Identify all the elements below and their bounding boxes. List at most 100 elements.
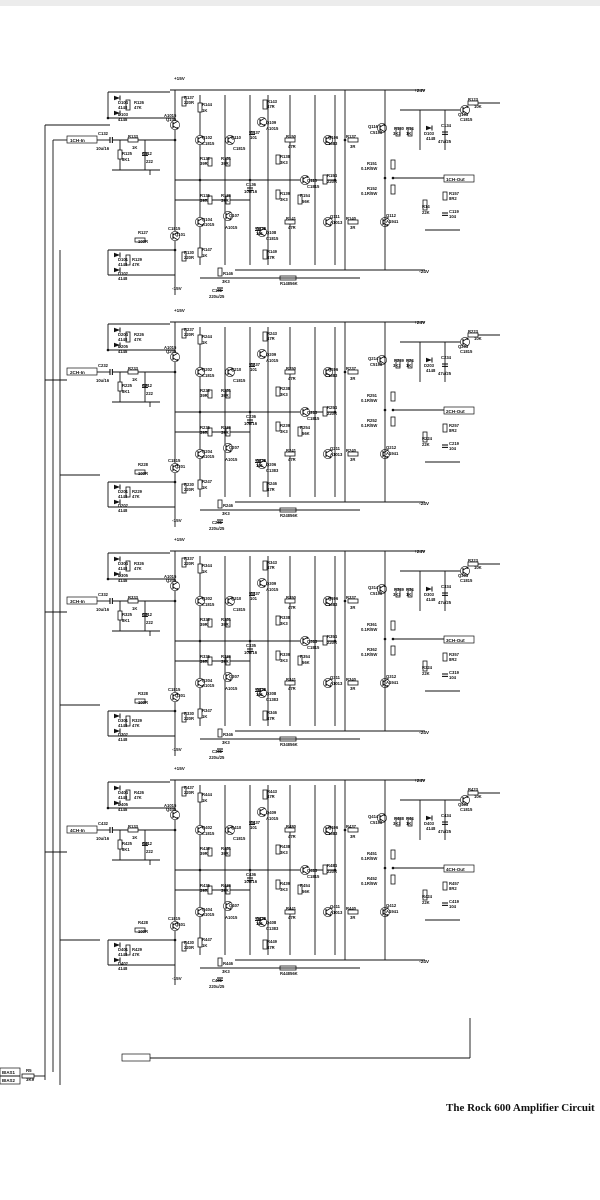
transistor-arrow: [229, 679, 232, 681]
transistor: [195, 596, 205, 606]
label: R437: [346, 824, 357, 829]
junction-dot: [173, 828, 177, 832]
label: 4148: [118, 494, 128, 499]
label: R339: [394, 587, 405, 592]
resistor: [275, 615, 281, 626]
label: C119: [449, 209, 459, 214]
junction-dot: [173, 138, 177, 142]
label: 10u/16: [96, 607, 110, 612]
transistor-arrow: [466, 567, 469, 569]
resistor: [125, 715, 131, 727]
transistor: [223, 672, 233, 682]
transistor-arrow: [306, 866, 309, 868]
label: C1815: [307, 874, 320, 879]
label: 220u/25: [209, 294, 225, 299]
label: C1815: [266, 236, 279, 241]
label: 222: [146, 391, 154, 396]
label: 47R: [288, 225, 296, 230]
resistor: [181, 557, 187, 568]
junction-dot: [383, 866, 387, 870]
label: C1383: [266, 926, 279, 931]
label: 101: [250, 596, 258, 601]
wire: [227, 830, 234, 835]
diode: [426, 357, 433, 363]
transistor: [460, 105, 470, 115]
label: D104: [118, 100, 129, 105]
label: C1383: [325, 373, 338, 378]
resistor: [117, 610, 123, 621]
label: R14: [422, 204, 430, 209]
resistor: [347, 219, 359, 225]
label: 3K3: [393, 363, 401, 368]
label: 39R: [200, 198, 208, 203]
resistor: [407, 359, 413, 369]
label: 10u/16: [244, 650, 258, 655]
label: D402: [118, 961, 129, 966]
resistor: [347, 451, 359, 457]
resistor: [347, 827, 359, 833]
transistor: [257, 807, 267, 817]
label: A1015: [225, 915, 238, 920]
label: 4148: [118, 737, 128, 742]
label: C1815: [168, 687, 181, 692]
label: R231: [221, 388, 232, 393]
label: 0.1R/5W: [361, 191, 377, 196]
rail-small-negative-label: -15V: [172, 518, 183, 523]
label: 104: [449, 675, 457, 680]
label: 100R: [138, 471, 148, 476]
transistor-arrow: [329, 914, 332, 916]
label: R332: [200, 617, 211, 622]
label: 104: [449, 446, 457, 451]
label: 3R: [350, 457, 355, 462]
transistor: [170, 231, 180, 241]
diode-triangle: [114, 942, 120, 948]
io-terminal: [66, 135, 98, 144]
channel-3: +24V-24V+15V-15VD3044148D3054148R32647KD…: [66, 537, 500, 760]
label: D303: [424, 592, 435, 597]
transistor-arrow: [386, 224, 389, 226]
resistor: [217, 267, 223, 277]
wire: [462, 800, 469, 805]
wire: [172, 468, 179, 473]
label: 220R: [327, 179, 337, 184]
label: 0.1R/5W: [361, 856, 377, 861]
diode-triangle: [426, 815, 432, 821]
resistor: [284, 909, 296, 915]
label: 47R: [288, 915, 296, 920]
diode: [114, 499, 121, 505]
resistor: [134, 469, 146, 475]
diode: [114, 785, 121, 791]
junction-dot: [198, 639, 202, 643]
transistor: [460, 795, 470, 805]
label: C1815: [168, 226, 181, 231]
resistor: [134, 698, 146, 704]
transistor-arrow: [201, 826, 204, 828]
resistor: [21, 1073, 35, 1079]
label: 220R: [327, 869, 337, 874]
wire: [382, 907, 389, 912]
resistor: [225, 389, 231, 399]
wire: [259, 922, 266, 927]
label: Q404: [202, 907, 213, 912]
resistor: [134, 927, 146, 933]
label: R424: [422, 894, 433, 899]
label: R426: [134, 790, 145, 795]
label: C1815: [202, 831, 215, 836]
transistor: [195, 367, 205, 377]
label: 47R: [267, 487, 275, 492]
resistor: [297, 194, 303, 205]
label: Q412: [386, 903, 397, 908]
transistor: [257, 349, 267, 359]
label: 100R: [138, 700, 148, 705]
label: 220R: [184, 561, 194, 566]
label: Q103: [458, 112, 469, 117]
label: C1815: [307, 184, 320, 189]
junction-dot: [383, 176, 387, 180]
label: 47R: [267, 336, 275, 341]
transistor: [170, 692, 180, 702]
diode-triangle: [114, 342, 120, 348]
label: C131: [212, 288, 223, 293]
junction-dot: [173, 709, 177, 713]
transistor: [170, 352, 180, 362]
label: R34856K: [280, 742, 298, 747]
